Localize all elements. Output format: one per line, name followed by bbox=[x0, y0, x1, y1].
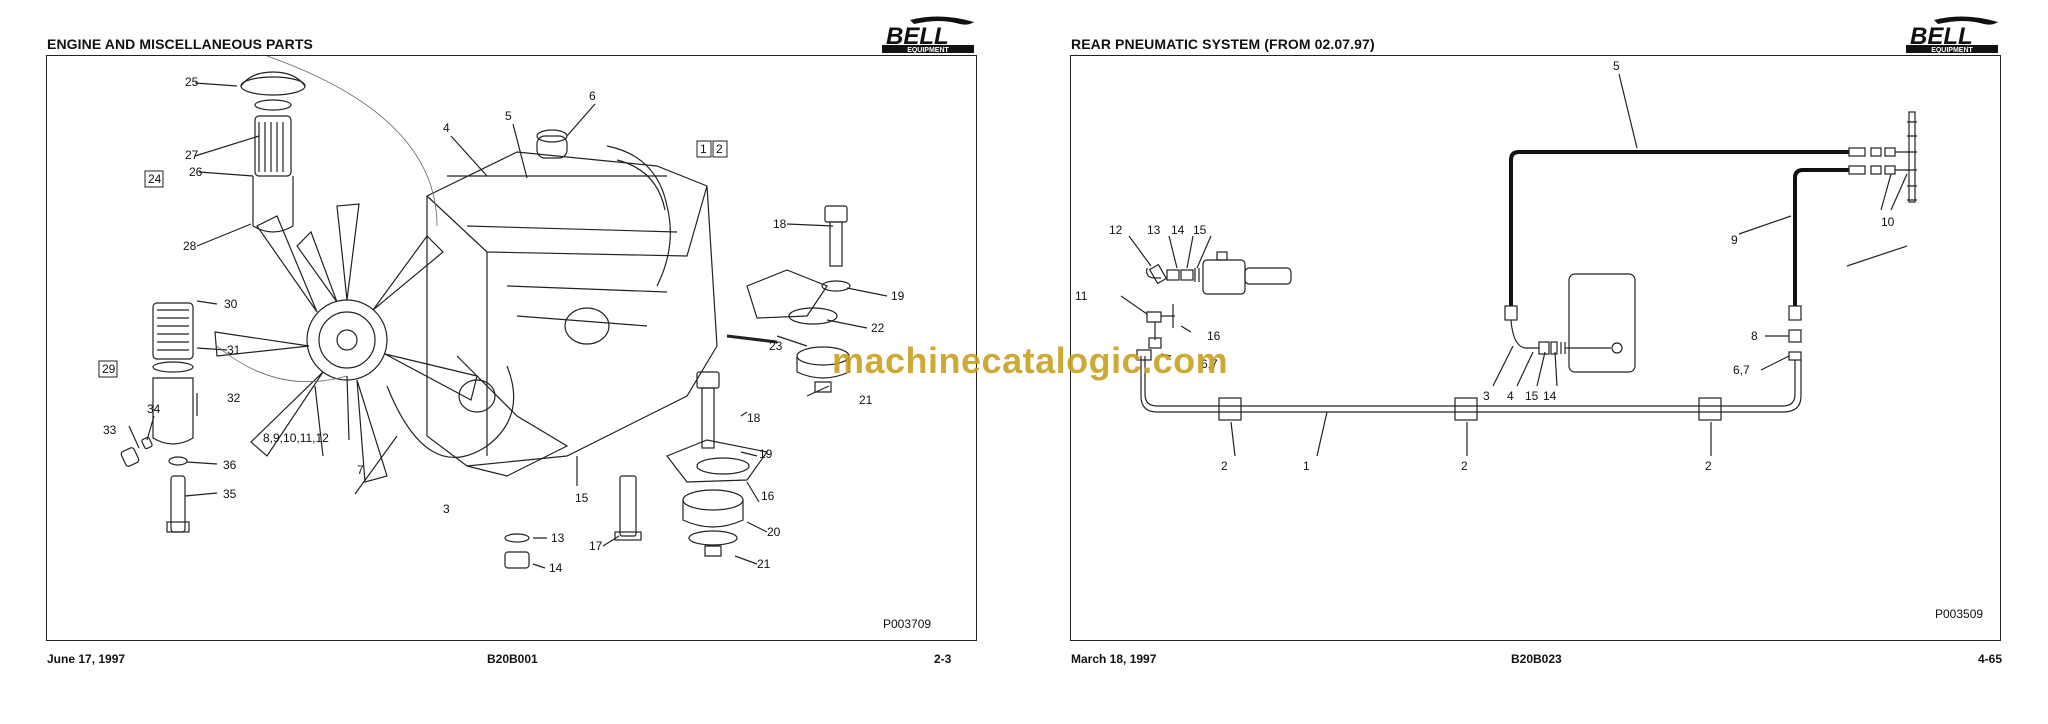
svg-text:12: 12 bbox=[1109, 223, 1123, 237]
svg-text:15: 15 bbox=[575, 491, 589, 505]
svg-text:6,7: 6,7 bbox=[1733, 363, 1750, 377]
pneumatic-system-diagram: 5 12 13 14 15 11 16 6,7 10 9 8 6,7 3 4 1… bbox=[1075, 59, 1983, 621]
svg-text:9: 9 bbox=[1731, 233, 1738, 247]
drawing-code: P003709 bbox=[883, 617, 931, 631]
brand-sub: EQUIPMENT bbox=[1931, 47, 1973, 54]
svg-text:8,9,10,11,12: 8,9,10,11,12 bbox=[263, 431, 329, 445]
right-page: REAR PNEUMATIC SYSTEM (FROM 02.07.97) BE… bbox=[1024, 0, 2048, 724]
svg-text:36: 36 bbox=[223, 458, 237, 472]
drawing-code: P003509 bbox=[1935, 607, 1983, 621]
svg-text:29: 29 bbox=[102, 362, 116, 376]
svg-text:19: 19 bbox=[891, 289, 905, 303]
watermark-text: machinecatalogic.com bbox=[832, 340, 1229, 381]
svg-text:13: 13 bbox=[1147, 223, 1161, 237]
svg-text:15: 15 bbox=[1193, 223, 1207, 237]
svg-text:6: 6 bbox=[589, 89, 596, 103]
svg-text:24: 24 bbox=[148, 172, 162, 186]
left-page: ENGINE AND MISCELLANEOUS PARTS BELL EQUI… bbox=[46, 14, 977, 666]
footer-page-number: 2-3 bbox=[934, 652, 952, 666]
svg-text:31: 31 bbox=[227, 343, 241, 357]
svg-text:18: 18 bbox=[773, 217, 787, 231]
svg-text:2: 2 bbox=[1705, 459, 1712, 473]
svg-text:7: 7 bbox=[357, 463, 364, 477]
svg-text:1: 1 bbox=[700, 142, 707, 156]
svg-text:8: 8 bbox=[1751, 329, 1758, 343]
brand-sub: EQUIPMENT bbox=[907, 47, 949, 54]
svg-text:22: 22 bbox=[871, 321, 885, 335]
svg-text:17: 17 bbox=[589, 539, 603, 553]
footer-date: June 17, 1997 bbox=[47, 652, 126, 666]
svg-text:5: 5 bbox=[1613, 59, 1620, 73]
svg-text:19: 19 bbox=[759, 447, 773, 461]
svg-text:20: 20 bbox=[767, 525, 781, 539]
svg-text:11: 11 bbox=[1075, 289, 1088, 303]
svg-text:10: 10 bbox=[1881, 215, 1895, 229]
callout-numbers: 5 12 13 14 15 11 16 6,7 10 9 8 6,7 3 4 1… bbox=[1075, 59, 1895, 473]
svg-text:25: 25 bbox=[185, 75, 199, 89]
svg-text:18: 18 bbox=[747, 411, 761, 425]
footer-page-number: 4-65 bbox=[1978, 652, 2003, 666]
svg-text:3: 3 bbox=[443, 502, 450, 516]
svg-text:33: 33 bbox=[103, 423, 117, 437]
svg-text:14: 14 bbox=[1543, 389, 1557, 403]
footer-doc-code: B20B001 bbox=[487, 652, 538, 666]
svg-text:14: 14 bbox=[1171, 223, 1185, 237]
bell-logo: BELL EQUIPMENT bbox=[880, 14, 976, 54]
svg-text:15: 15 bbox=[1525, 389, 1539, 403]
bell-logo: BELL EQUIPMENT bbox=[1904, 14, 2000, 54]
svg-text:26: 26 bbox=[189, 165, 203, 179]
footer-doc-code: B20B023 bbox=[1511, 652, 1562, 666]
svg-text:2: 2 bbox=[1461, 459, 1468, 473]
svg-text:30: 30 bbox=[224, 297, 238, 311]
svg-text:32: 32 bbox=[227, 391, 241, 405]
diagram-frame: 5 12 13 14 15 11 16 6,7 10 9 8 6,7 3 4 1… bbox=[1070, 55, 2001, 641]
bell-logo-icon: BELL EQUIPMENT bbox=[882, 16, 974, 54]
svg-text:4: 4 bbox=[1507, 389, 1514, 403]
svg-text:28: 28 bbox=[183, 239, 197, 253]
svg-text:35: 35 bbox=[223, 487, 237, 501]
svg-text:16: 16 bbox=[761, 489, 775, 503]
footer-date: March 18, 1997 bbox=[1071, 652, 1157, 666]
svg-text:21: 21 bbox=[859, 393, 873, 407]
page-title: ENGINE AND MISCELLANEOUS PARTS bbox=[47, 36, 313, 52]
svg-text:2: 2 bbox=[716, 142, 723, 156]
svg-text:16: 16 bbox=[1207, 329, 1221, 343]
svg-text:23: 23 bbox=[769, 339, 783, 353]
svg-text:1: 1 bbox=[1303, 459, 1310, 473]
svg-text:6,7: 6,7 bbox=[1201, 357, 1218, 371]
svg-text:14: 14 bbox=[549, 561, 563, 575]
diagram-frame: 25 27 26 24 28 30 31 29 32 34 33 36 35 8… bbox=[46, 55, 977, 641]
engine-exploded-diagram: 25 27 26 24 28 30 31 29 32 34 33 36 35 8… bbox=[98, 56, 931, 631]
callout-numbers: 25 27 26 24 28 30 31 29 32 34 33 36 35 8… bbox=[102, 75, 905, 575]
svg-text:5: 5 bbox=[505, 109, 512, 123]
svg-text:21: 21 bbox=[757, 557, 771, 571]
svg-text:27: 27 bbox=[185, 148, 199, 162]
page-title: REAR PNEUMATIC SYSTEM (FROM 02.07.97) bbox=[1071, 36, 1375, 52]
svg-text:34: 34 bbox=[147, 402, 161, 416]
svg-text:13: 13 bbox=[551, 531, 565, 545]
svg-text:4: 4 bbox=[443, 121, 450, 135]
svg-text:3: 3 bbox=[1483, 389, 1490, 403]
svg-text:2: 2 bbox=[1221, 459, 1228, 473]
bell-logo-icon: BELL EQUIPMENT bbox=[1906, 16, 1998, 54]
